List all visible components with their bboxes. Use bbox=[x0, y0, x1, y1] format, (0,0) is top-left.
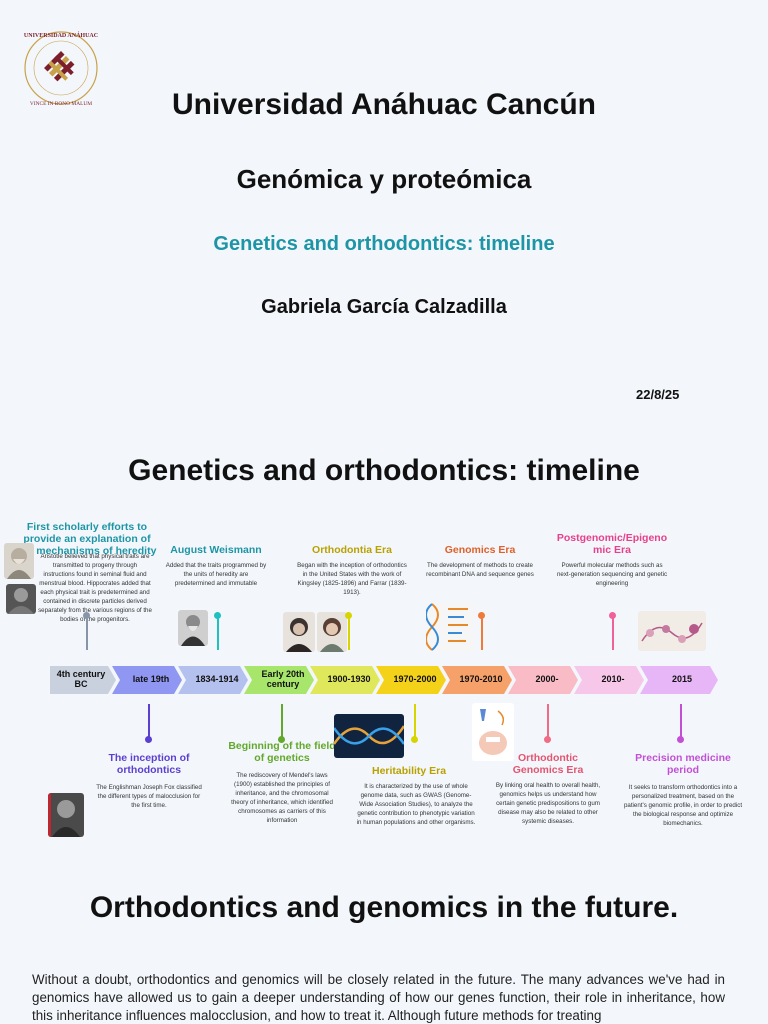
stem-bottom-3 bbox=[414, 704, 416, 738]
event-desc: It seeks to transform orthodontics into … bbox=[623, 784, 743, 828]
event-title: August Weismann bbox=[170, 544, 262, 556]
timeline-segment-6-shape bbox=[376, 666, 446, 694]
stem-bottom-2 bbox=[281, 704, 283, 738]
stem-top-4 bbox=[481, 618, 483, 650]
dna-helix-image bbox=[334, 714, 404, 758]
stem-dot-top-3 bbox=[345, 612, 352, 619]
stem-dot-top-1 bbox=[83, 612, 90, 619]
event-title: Orthodontia Era bbox=[312, 544, 392, 556]
timeline-segment-7: 1970-2010 bbox=[459, 674, 503, 685]
timeline-segment-10-shape bbox=[640, 666, 718, 694]
stem-dot-bottom-2 bbox=[278, 736, 285, 743]
timeline-segment-2: late 19th bbox=[132, 674, 170, 685]
stem-dot-top-5 bbox=[609, 612, 616, 619]
course-title: Genómica y proteómica bbox=[236, 164, 532, 194]
joseph-fox-portrait-image bbox=[48, 793, 84, 837]
stem-top-1 bbox=[86, 618, 88, 650]
timeline-segment-4-shape bbox=[244, 666, 314, 694]
oral-genomics-illustration-image bbox=[472, 703, 514, 761]
document-date: 22/8/25 bbox=[636, 387, 680, 402]
stem-bottom-1 bbox=[148, 704, 150, 738]
dna-sequence-image bbox=[426, 602, 474, 652]
event-top-4: Genomics Era The development of methods … bbox=[424, 544, 536, 580]
timeline-segment-5: 1900-1930 bbox=[327, 674, 371, 685]
timeline-segment-5-shape bbox=[310, 666, 380, 694]
event-desc: Powerful molecular methods such as next-… bbox=[556, 562, 668, 588]
timeline-segment-4: Early 20th century bbox=[261, 669, 305, 689]
event-bottom-1: The inception of orthodontics The Englis… bbox=[96, 752, 202, 811]
event-title: First scholarly efforts to provide an ex… bbox=[17, 521, 157, 558]
stem-top-2 bbox=[217, 618, 219, 650]
aristotle-portrait-image bbox=[4, 543, 34, 579]
stem-dot-bottom-1 bbox=[145, 736, 152, 743]
event-title: Orthodontic Genomics Era bbox=[512, 752, 584, 777]
timeline-segment-8: 2000- bbox=[535, 674, 559, 685]
document-subtitle: Genetics and orthodontics: timeline bbox=[213, 233, 555, 255]
timeline-heading: Genetics and orthodontics: timeline bbox=[128, 454, 640, 487]
timeline-segment-1-shape bbox=[50, 666, 116, 694]
stem-dot-top-4 bbox=[478, 612, 485, 619]
stem-dot-top-2 bbox=[214, 612, 221, 619]
timeline-segment-10: 2015 bbox=[671, 674, 693, 685]
event-title: The inception of orthodontics bbox=[108, 752, 190, 777]
timeline-segment-3-shape bbox=[178, 666, 248, 694]
timeline-segment-8-shape bbox=[508, 666, 578, 694]
event-desc: Added that the traits programmed by the … bbox=[165, 562, 267, 588]
future-heading: Orthodontics and genomics in the future. bbox=[89, 891, 679, 924]
event-desc: The development of methods to create rec… bbox=[426, 562, 534, 579]
event-title: Genomics Era bbox=[444, 544, 516, 556]
timeline-segment-6: 1970-2000 bbox=[393, 674, 437, 685]
event-desc: It is characterized by the use of whole … bbox=[356, 783, 476, 826]
farrar-portrait-image bbox=[317, 612, 347, 652]
stem-bottom-5 bbox=[680, 704, 682, 738]
epigenome-illustration-image bbox=[638, 611, 706, 651]
event-desc: The Englishman Joseph Fox classified the… bbox=[96, 784, 202, 810]
timeline-segment-7-shape bbox=[442, 666, 512, 694]
event-bottom-3: Heritability Era It is characterized by … bbox=[356, 765, 476, 828]
event-desc: By linking oral health to overall health… bbox=[495, 782, 601, 826]
stem-top-5 bbox=[612, 618, 614, 650]
event-top-5: Postgenomic/Epigenomic Era Powerful mole… bbox=[556, 532, 668, 589]
stem-dot-bottom-3 bbox=[411, 736, 418, 743]
timeline-segment-9: 2010- bbox=[601, 674, 625, 685]
event-bottom-4: Orthodontic Genomics Era By linking oral… bbox=[492, 752, 604, 827]
kingsley-portrait-image bbox=[283, 612, 315, 652]
timeline-segment-9-shape bbox=[574, 666, 644, 694]
event-title: Postgenomic/Epigenomic Era bbox=[556, 532, 668, 557]
stem-top-3 bbox=[348, 618, 350, 650]
event-bottom-5: Precision medicine period It seeks to tr… bbox=[622, 752, 744, 829]
event-bottom-2: Beginning of the field of genetics The r… bbox=[228, 740, 336, 826]
timeline-segment-3: 1834-1914 bbox=[195, 674, 239, 685]
university-logo: UNIVERSIDAD ANÁHUAC VINCE IN BONO MALUM bbox=[24, 31, 98, 107]
timeline-segment-1: 4th century BC bbox=[56, 669, 106, 689]
stem-dot-bottom-4 bbox=[544, 736, 551, 743]
event-desc: Aristotle believed that physical traits … bbox=[38, 553, 152, 623]
event-desc: Began with the inception of orthodontics… bbox=[297, 562, 407, 597]
future-paragraph: Without a doubt, orthodontics and genomi… bbox=[32, 972, 725, 1024]
hippocrates-portrait-image bbox=[6, 584, 36, 614]
event-desc: The rediscovery of Mendel's laws (1900) … bbox=[231, 772, 333, 825]
timeline-segment-2-shape bbox=[112, 666, 182, 694]
event-top-1: First scholarly efforts to provide an ex… bbox=[16, 521, 158, 557]
weismann-portrait-image bbox=[178, 610, 208, 646]
author-name: Gabriela García Calzadilla bbox=[261, 296, 507, 318]
event-title: Beginning of the field of genetics bbox=[228, 740, 336, 765]
stem-bottom-4 bbox=[547, 704, 549, 738]
university-title: Universidad Anáhuac Cancún bbox=[172, 88, 596, 121]
event-top-2: August Weismann Added that the traits pr… bbox=[160, 544, 272, 589]
event-title: Heritability Era bbox=[372, 765, 447, 777]
logo-arc-top: UNIVERSIDAD ANÁHUAC bbox=[24, 31, 98, 39]
event-top-3: Orthodontia Era Began with the inception… bbox=[296, 544, 408, 598]
event-title: Precision medicine period bbox=[635, 752, 731, 777]
stem-dot-bottom-5 bbox=[677, 736, 684, 743]
logo-arc-bottom: VINCE IN BONO MALUM bbox=[30, 101, 92, 107]
timeline-bar bbox=[50, 666, 718, 694]
